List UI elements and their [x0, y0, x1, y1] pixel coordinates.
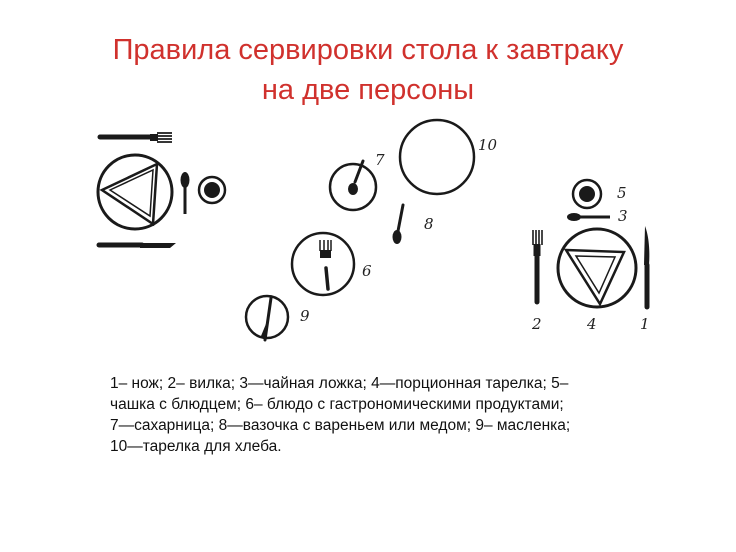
- label-2: 2: [531, 315, 542, 333]
- right-portion-plate-icon: [556, 227, 638, 309]
- label-5: 5: [617, 184, 627, 202]
- caption-line-4: 10—тарелка для хлеба.: [110, 438, 282, 455]
- legend-caption: 1– нож; 2– вилка; 3—чайная ложка; 4—порц…: [110, 373, 690, 457]
- title-line-1: Правила сервировки стола к завтраку: [112, 34, 624, 66]
- sugar-bowl-icon: [328, 159, 378, 212]
- label-9: 9: [300, 307, 310, 325]
- left-teaspoon-icon: [180, 172, 190, 214]
- page-title: Правила сервировки стола к завтраку на д…: [0, 30, 736, 110]
- butter-dish-icon: [244, 294, 290, 342]
- right-knife-icon: [644, 226, 650, 310]
- right-fork-icon: [532, 230, 543, 305]
- title-line-2: на две персоны: [261, 74, 475, 106]
- right-cup-saucer-icon: [571, 178, 603, 210]
- left-knife-icon: [96, 242, 176, 248]
- jam-vase-icon: [392, 203, 405, 244]
- label-4: 4: [586, 315, 597, 333]
- left-fork-icon: [97, 132, 172, 143]
- left-cup-saucer-icon: [197, 175, 227, 205]
- label-3: 3: [618, 207, 628, 225]
- caption-line-1: 1– нож; 2– вилка; 3—чайная ложка; 4—порц…: [110, 375, 569, 392]
- gastronomic-dish-icon: [290, 231, 356, 297]
- caption-line-3: 7—сахарница; 8—вазочка с вареньем или ме…: [110, 417, 571, 434]
- label-1: 1: [640, 315, 650, 333]
- caption-line-2: чашка с блюдцем; 6– блюдо с гастрономиче…: [110, 396, 564, 413]
- label-8: 8: [424, 215, 434, 233]
- label-6: 6: [362, 262, 372, 280]
- left-portion-plate-icon: [96, 153, 174, 231]
- right-teaspoon-icon: [567, 213, 610, 221]
- label-7: 7: [375, 151, 385, 169]
- bread-plate-icon: [398, 118, 476, 196]
- label-10: 10: [478, 136, 498, 154]
